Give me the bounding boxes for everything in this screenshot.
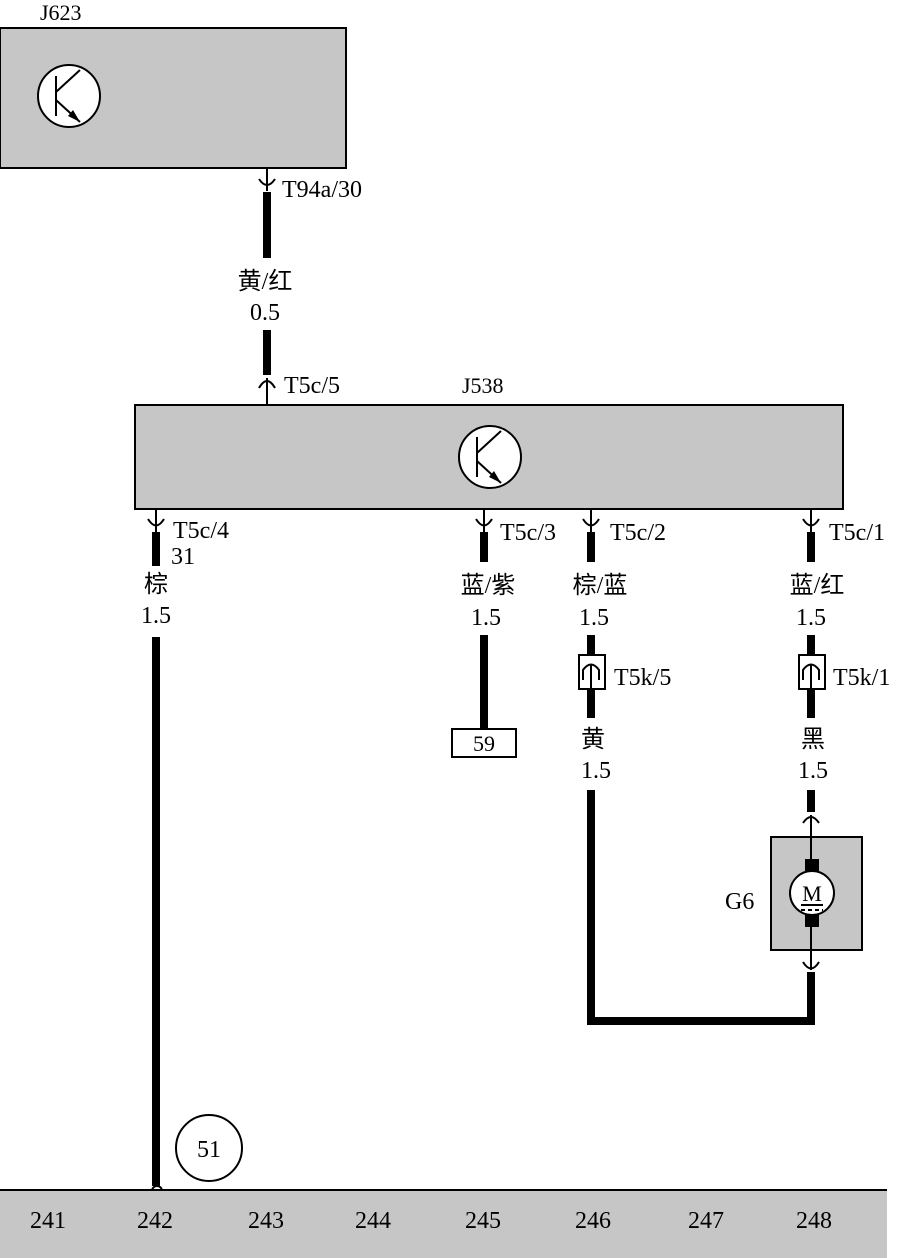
wire-t5c-3: T5c/3 蓝/紫 1.5 59	[451, 509, 556, 758]
connector-t94a-30: T94a/30	[282, 177, 362, 203]
wire-t5c-1: T5c/1 蓝/红 1.5 T5k/1 黑 1.5	[790, 509, 890, 837]
wire-size-upper: 1.5	[796, 605, 826, 631]
grid-reference-bar: 241 242 243 244 245 246 247 248	[0, 1189, 887, 1258]
bottom-bar	[0, 1190, 887, 1258]
connector-t5c-2: T5c/2	[610, 520, 666, 546]
wire-extra: 31	[171, 544, 195, 570]
wire-color: 蓝/紫	[461, 572, 516, 599]
connector-t5c-3: T5c/3	[500, 520, 556, 546]
ground-point-label: 51	[197, 1137, 221, 1163]
terminal-59-label: 59	[473, 731, 495, 756]
wire-color-lower: 黄	[581, 726, 605, 753]
grid-col-242: 242	[137, 1208, 173, 1234]
wire-t5c-4: T5c/4 31 棕 1.5	[141, 509, 229, 1197]
socket-icon	[475, 518, 493, 527]
wire-t5c-2: T5c/2 棕/蓝 1.5 T5k/5 黄 1.5	[573, 509, 815, 1025]
wire-color: 棕	[144, 571, 168, 598]
socket-icon	[147, 518, 165, 527]
wire-color-upper: 棕/蓝	[573, 572, 628, 599]
wire-size-lower: 1.5	[581, 758, 611, 784]
transistor-icon	[37, 64, 101, 128]
j623-unit: J623	[0, 0, 347, 169]
wire-size: 0.5	[250, 300, 280, 326]
j623-label: J623	[40, 0, 82, 25]
connector-t5k-1: T5k/1	[833, 665, 890, 691]
socket-icon	[802, 518, 820, 527]
connector-t5c-1: T5c/1	[829, 520, 885, 546]
connector-t5k-5: T5k/5	[614, 665, 671, 691]
socket-icon	[802, 961, 820, 970]
grid-col-244: 244	[355, 1208, 391, 1234]
grid-col-246: 246	[575, 1208, 611, 1234]
grid-col-248: 248	[796, 1208, 832, 1234]
ground-point: 51	[175, 1114, 243, 1182]
connector-t5c-4: T5c/4	[173, 518, 229, 544]
motor-icon: M	[789, 870, 835, 916]
connector-t5c-5: T5c/5	[284, 373, 340, 399]
wire-size-upper: 1.5	[579, 605, 609, 631]
grid-col-245: 245	[465, 1208, 501, 1234]
grid-col-243: 243	[248, 1208, 284, 1234]
wire-size-lower: 1.5	[798, 758, 828, 784]
wire-color: 黄/红	[238, 268, 293, 295]
motor-symbol: M	[802, 881, 822, 906]
socket-icon	[582, 518, 600, 527]
wire-color-upper: 蓝/红	[790, 572, 845, 599]
g6-motor: G6 M	[725, 836, 863, 1025]
j538-unit: J538	[134, 373, 844, 510]
wire-j623-j538: T94a/30 黄/红 0.5 T5c/5	[238, 168, 362, 404]
wire-size: 1.5	[471, 605, 501, 631]
terminal-59	[451, 728, 517, 758]
transistor-icon	[458, 425, 522, 489]
wire-color-lower: 黑	[801, 727, 825, 753]
grid-col-241: 241	[30, 1208, 66, 1234]
grid-col-247: 247	[688, 1208, 724, 1234]
wire-size: 1.5	[141, 603, 171, 629]
j538-label: J538	[462, 373, 504, 398]
g6-label: G6	[725, 889, 754, 915]
